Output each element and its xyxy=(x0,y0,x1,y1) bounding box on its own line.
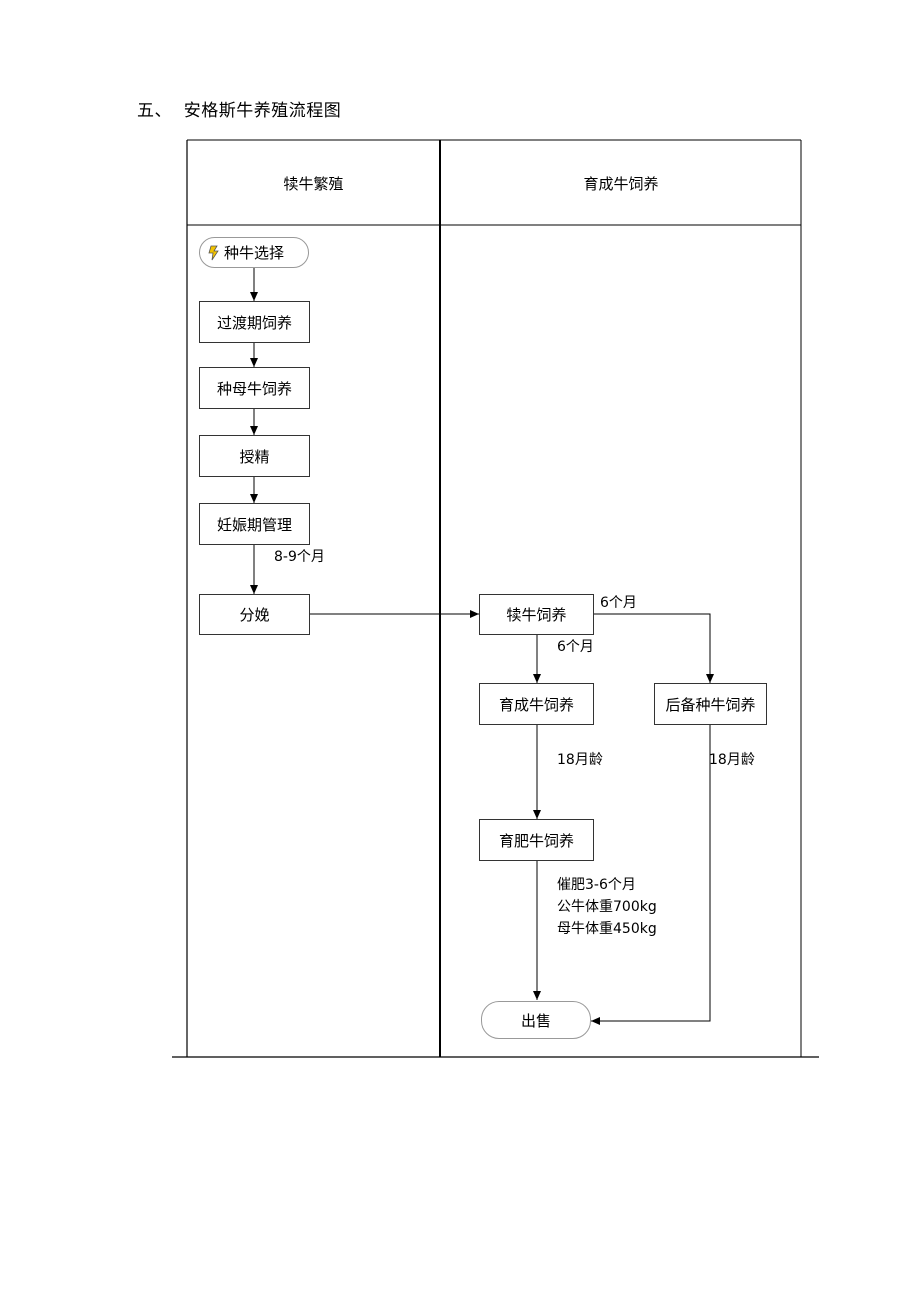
lane-header-calf-breeding: 犊牛繁殖 xyxy=(283,174,344,193)
label-calf-to-growing: 6个月 xyxy=(557,639,594,655)
node-pregnancy: 妊娠期管理 xyxy=(199,503,310,545)
label-bull-weight: 公牛体重700kg xyxy=(557,899,657,915)
node-sale: 出售 xyxy=(481,1001,591,1039)
node-start: 种牛选择 xyxy=(199,237,309,268)
node-growing: 育成牛饲养 xyxy=(479,683,594,725)
node-calving: 分娩 xyxy=(199,594,310,635)
node-fattening: 育肥牛饲养 xyxy=(479,819,594,861)
node-start-label: 种牛选择 xyxy=(224,244,285,262)
node-insemination: 授精 xyxy=(199,435,310,477)
lightning-icon xyxy=(208,245,219,260)
node-transition: 过渡期饲养 xyxy=(199,301,310,343)
label-fattening-duration: 催肥3-6个月 xyxy=(557,877,636,893)
label-growing-age: 18月龄 xyxy=(557,752,603,768)
page-title: 五、 安格斯牛养殖流程图 xyxy=(137,101,342,121)
label-calf-to-reserve: 6个月 xyxy=(600,595,637,611)
swimlane-frame xyxy=(172,139,819,1058)
label-cow-weight: 母牛体重450kg xyxy=(557,921,657,937)
label-fattening-notes: 催肥3-6个月 公牛体重700kg 母牛体重450kg xyxy=(557,874,657,940)
lane-header-growing-cattle: 育成牛饲养 xyxy=(583,174,659,193)
edge-reserve-sale xyxy=(591,725,711,1025)
edge-calf-reserve xyxy=(594,613,714,683)
label-reserve-age: 18月龄 xyxy=(709,752,755,768)
node-breeding-cow: 种母牛饲养 xyxy=(199,367,310,409)
node-reserve-breeding: 后备种牛饲养 xyxy=(654,683,767,725)
node-calf-raising: 犊牛饲养 xyxy=(479,594,594,635)
label-pregnancy-duration: 8-9个月 xyxy=(274,549,325,565)
